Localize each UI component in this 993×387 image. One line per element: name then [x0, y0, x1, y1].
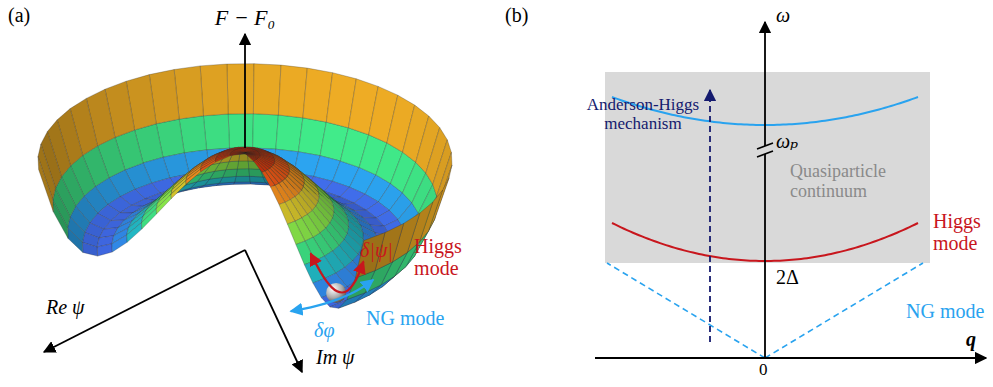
- surface-patch: [203, 114, 229, 150]
- axis-break: [757, 151, 773, 157]
- surface-patch: [227, 64, 254, 114]
- surface-patch: [237, 161, 249, 169]
- origin-label: 0: [759, 361, 768, 380]
- axis-label: ω: [776, 4, 790, 26]
- anderson-higgs-arrow: [709, 90, 711, 342]
- panel-label: (b): [505, 4, 528, 26]
- surface-patch: [156, 194, 171, 214]
- mechanism-label: Anderson-Higgs mechanism: [582, 96, 704, 133]
- region-label: Quasiparticle continuum: [790, 162, 920, 202]
- surface-patch: [296, 241, 315, 265]
- surface-patch: [215, 155, 230, 162]
- surface-patch: [253, 64, 281, 115]
- re-axis: [44, 250, 245, 352]
- energy-label: ωₚ: [776, 130, 798, 152]
- surface-patch: [253, 114, 279, 150]
- surface-patch: [254, 160, 266, 172]
- omega-axis: [764, 22, 766, 358]
- phase-label: δφ: [314, 319, 334, 341]
- panel-label: (a): [8, 4, 30, 26]
- surface-patch: [97, 244, 112, 256]
- surface-patch: [200, 64, 228, 116]
- surface-patch: [279, 202, 295, 224]
- energy-label: 2Δ: [776, 266, 799, 288]
- dispersion-panel: [595, 22, 986, 358]
- potential-panel: [38, 34, 452, 372]
- axis-label: F − F₀: [215, 6, 275, 30]
- amplitude-label: δ|ψ|: [360, 239, 393, 261]
- surface-patch: [186, 169, 201, 184]
- energy-axis: [244, 34, 246, 148]
- axis-break: [757, 143, 773, 149]
- surface-patch: [245, 153, 255, 161]
- ng-dispersion: [607, 263, 765, 358]
- surface-patch: [142, 209, 157, 230]
- surface-patch: [201, 160, 216, 171]
- surface-patch: [235, 176, 251, 182]
- surface-patch: [271, 185, 286, 204]
- surface-patch: [53, 200, 68, 239]
- surface-patch: [171, 181, 186, 199]
- axis-label: Re ψ: [46, 296, 85, 318]
- axis-label: Im ψ: [316, 346, 355, 368]
- q-axis: [595, 357, 986, 359]
- surface-patch: [230, 153, 245, 155]
- surface-patch: [68, 228, 83, 253]
- surface-patch: [245, 153, 256, 160]
- mode-label: NG mode: [366, 307, 444, 329]
- mode-label: Higgs mode: [933, 210, 989, 254]
- surface-patch: [230, 153, 245, 156]
- ng-dispersion: [765, 263, 923, 358]
- surface-patch: [287, 221, 305, 244]
- mode-label: Higgs mode: [414, 235, 472, 279]
- surface-patch: [127, 223, 142, 243]
- surface-patch: [82, 242, 97, 256]
- surface-patch: [112, 235, 127, 252]
- surface-patch: [228, 114, 253, 149]
- surface-patch: [38, 157, 53, 212]
- mode-arrows: [291, 253, 373, 311]
- surface-patch: [278, 65, 307, 118]
- mode-label: NG mode: [906, 300, 984, 322]
- phase-arrow: [291, 280, 373, 311]
- surface-patch: [236, 169, 250, 177]
- amplitude-arrow: [311, 253, 364, 292]
- axis-label: q: [966, 328, 976, 350]
- surface-patch: [262, 171, 275, 187]
